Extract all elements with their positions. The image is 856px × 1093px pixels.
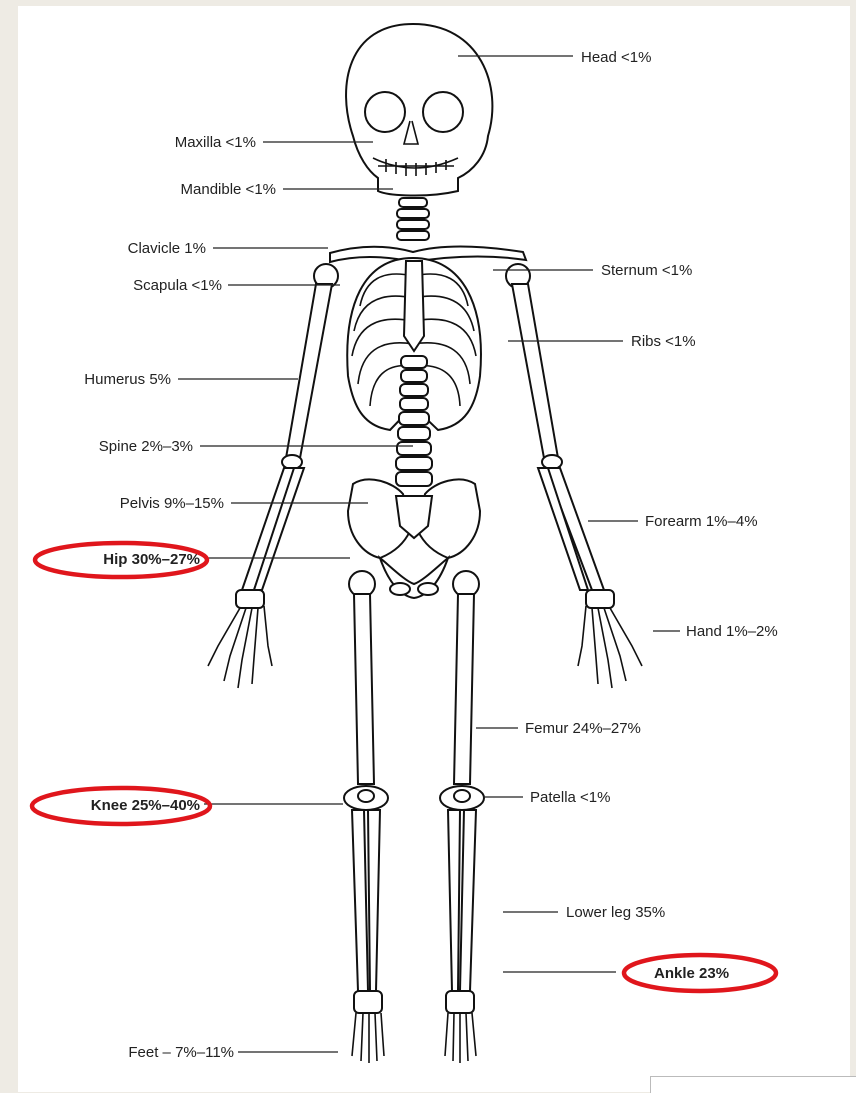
label-patella: Patella <1% bbox=[530, 789, 610, 806]
label-feet: Feet – 7%–11% bbox=[128, 1044, 234, 1061]
label-spine: Spine 2%–3% bbox=[99, 438, 193, 455]
diagram-panel: Head <1% Maxilla <1% Mandible <1% Clavic… bbox=[18, 6, 850, 1092]
label-ankle: Ankle 23% bbox=[654, 965, 729, 982]
label-knee: Knee 25%–40% bbox=[91, 797, 200, 814]
spine bbox=[396, 356, 432, 486]
right-leg bbox=[440, 571, 484, 1063]
right-arm bbox=[506, 264, 642, 688]
neck-vertebrae bbox=[397, 198, 429, 240]
label-ribs: Ribs <1% bbox=[631, 333, 696, 350]
highlight-rings bbox=[32, 543, 776, 991]
corner-frame bbox=[650, 1076, 856, 1093]
label-hip: Hip 30%–27% bbox=[103, 551, 200, 568]
left-leg bbox=[344, 571, 388, 1063]
label-femur: Femur 24%–27% bbox=[525, 720, 641, 737]
label-pelvis: Pelvis 9%–15% bbox=[120, 495, 224, 512]
left-arm bbox=[208, 264, 338, 688]
label-lower-leg: Lower leg 35% bbox=[566, 904, 665, 921]
label-mandible: Mandible <1% bbox=[181, 181, 276, 198]
labels: Head <1% Maxilla <1% Mandible <1% Clavic… bbox=[84, 49, 777, 1061]
leader-lines bbox=[178, 56, 680, 1052]
label-maxilla: Maxilla <1% bbox=[175, 134, 256, 151]
skull bbox=[346, 24, 492, 196]
label-clavicle: Clavicle 1% bbox=[128, 240, 206, 257]
label-humerus: Humerus 5% bbox=[84, 371, 171, 388]
label-forearm: Forearm 1%–4% bbox=[645, 513, 758, 530]
label-sternum: Sternum <1% bbox=[601, 262, 692, 279]
label-head: Head <1% bbox=[581, 49, 651, 66]
label-scapula: Scapula <1% bbox=[133, 277, 222, 294]
skeleton-diagram: Head <1% Maxilla <1% Mandible <1% Clavic… bbox=[18, 6, 850, 1092]
label-hand: Hand 1%–2% bbox=[686, 623, 778, 640]
